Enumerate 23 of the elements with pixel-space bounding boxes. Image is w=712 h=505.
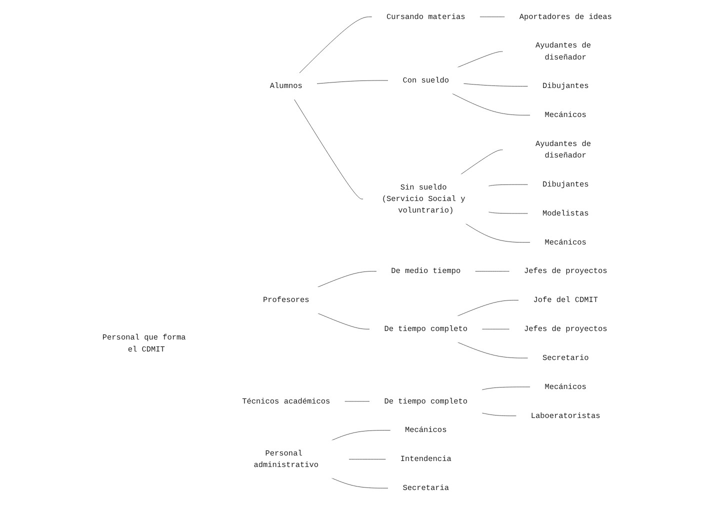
connector <box>479 16 506 18</box>
connector <box>317 271 377 288</box>
connector <box>482 386 531 390</box>
connector <box>348 458 386 460</box>
connector <box>331 430 391 441</box>
connector <box>482 328 510 330</box>
connector <box>316 80 389 84</box>
connector <box>317 312 370 330</box>
connector <box>460 150 504 175</box>
connector <box>294 99 364 200</box>
connector <box>457 51 504 68</box>
connector <box>482 412 517 416</box>
connector <box>457 300 519 316</box>
connector <box>331 478 389 488</box>
connector <box>299 16 372 74</box>
connector <box>474 271 510 272</box>
connector <box>457 342 528 358</box>
connector <box>488 212 528 214</box>
connector <box>463 83 528 86</box>
connector <box>344 401 370 402</box>
connector <box>452 93 531 116</box>
connector <box>488 184 528 186</box>
connector <box>465 223 531 243</box>
